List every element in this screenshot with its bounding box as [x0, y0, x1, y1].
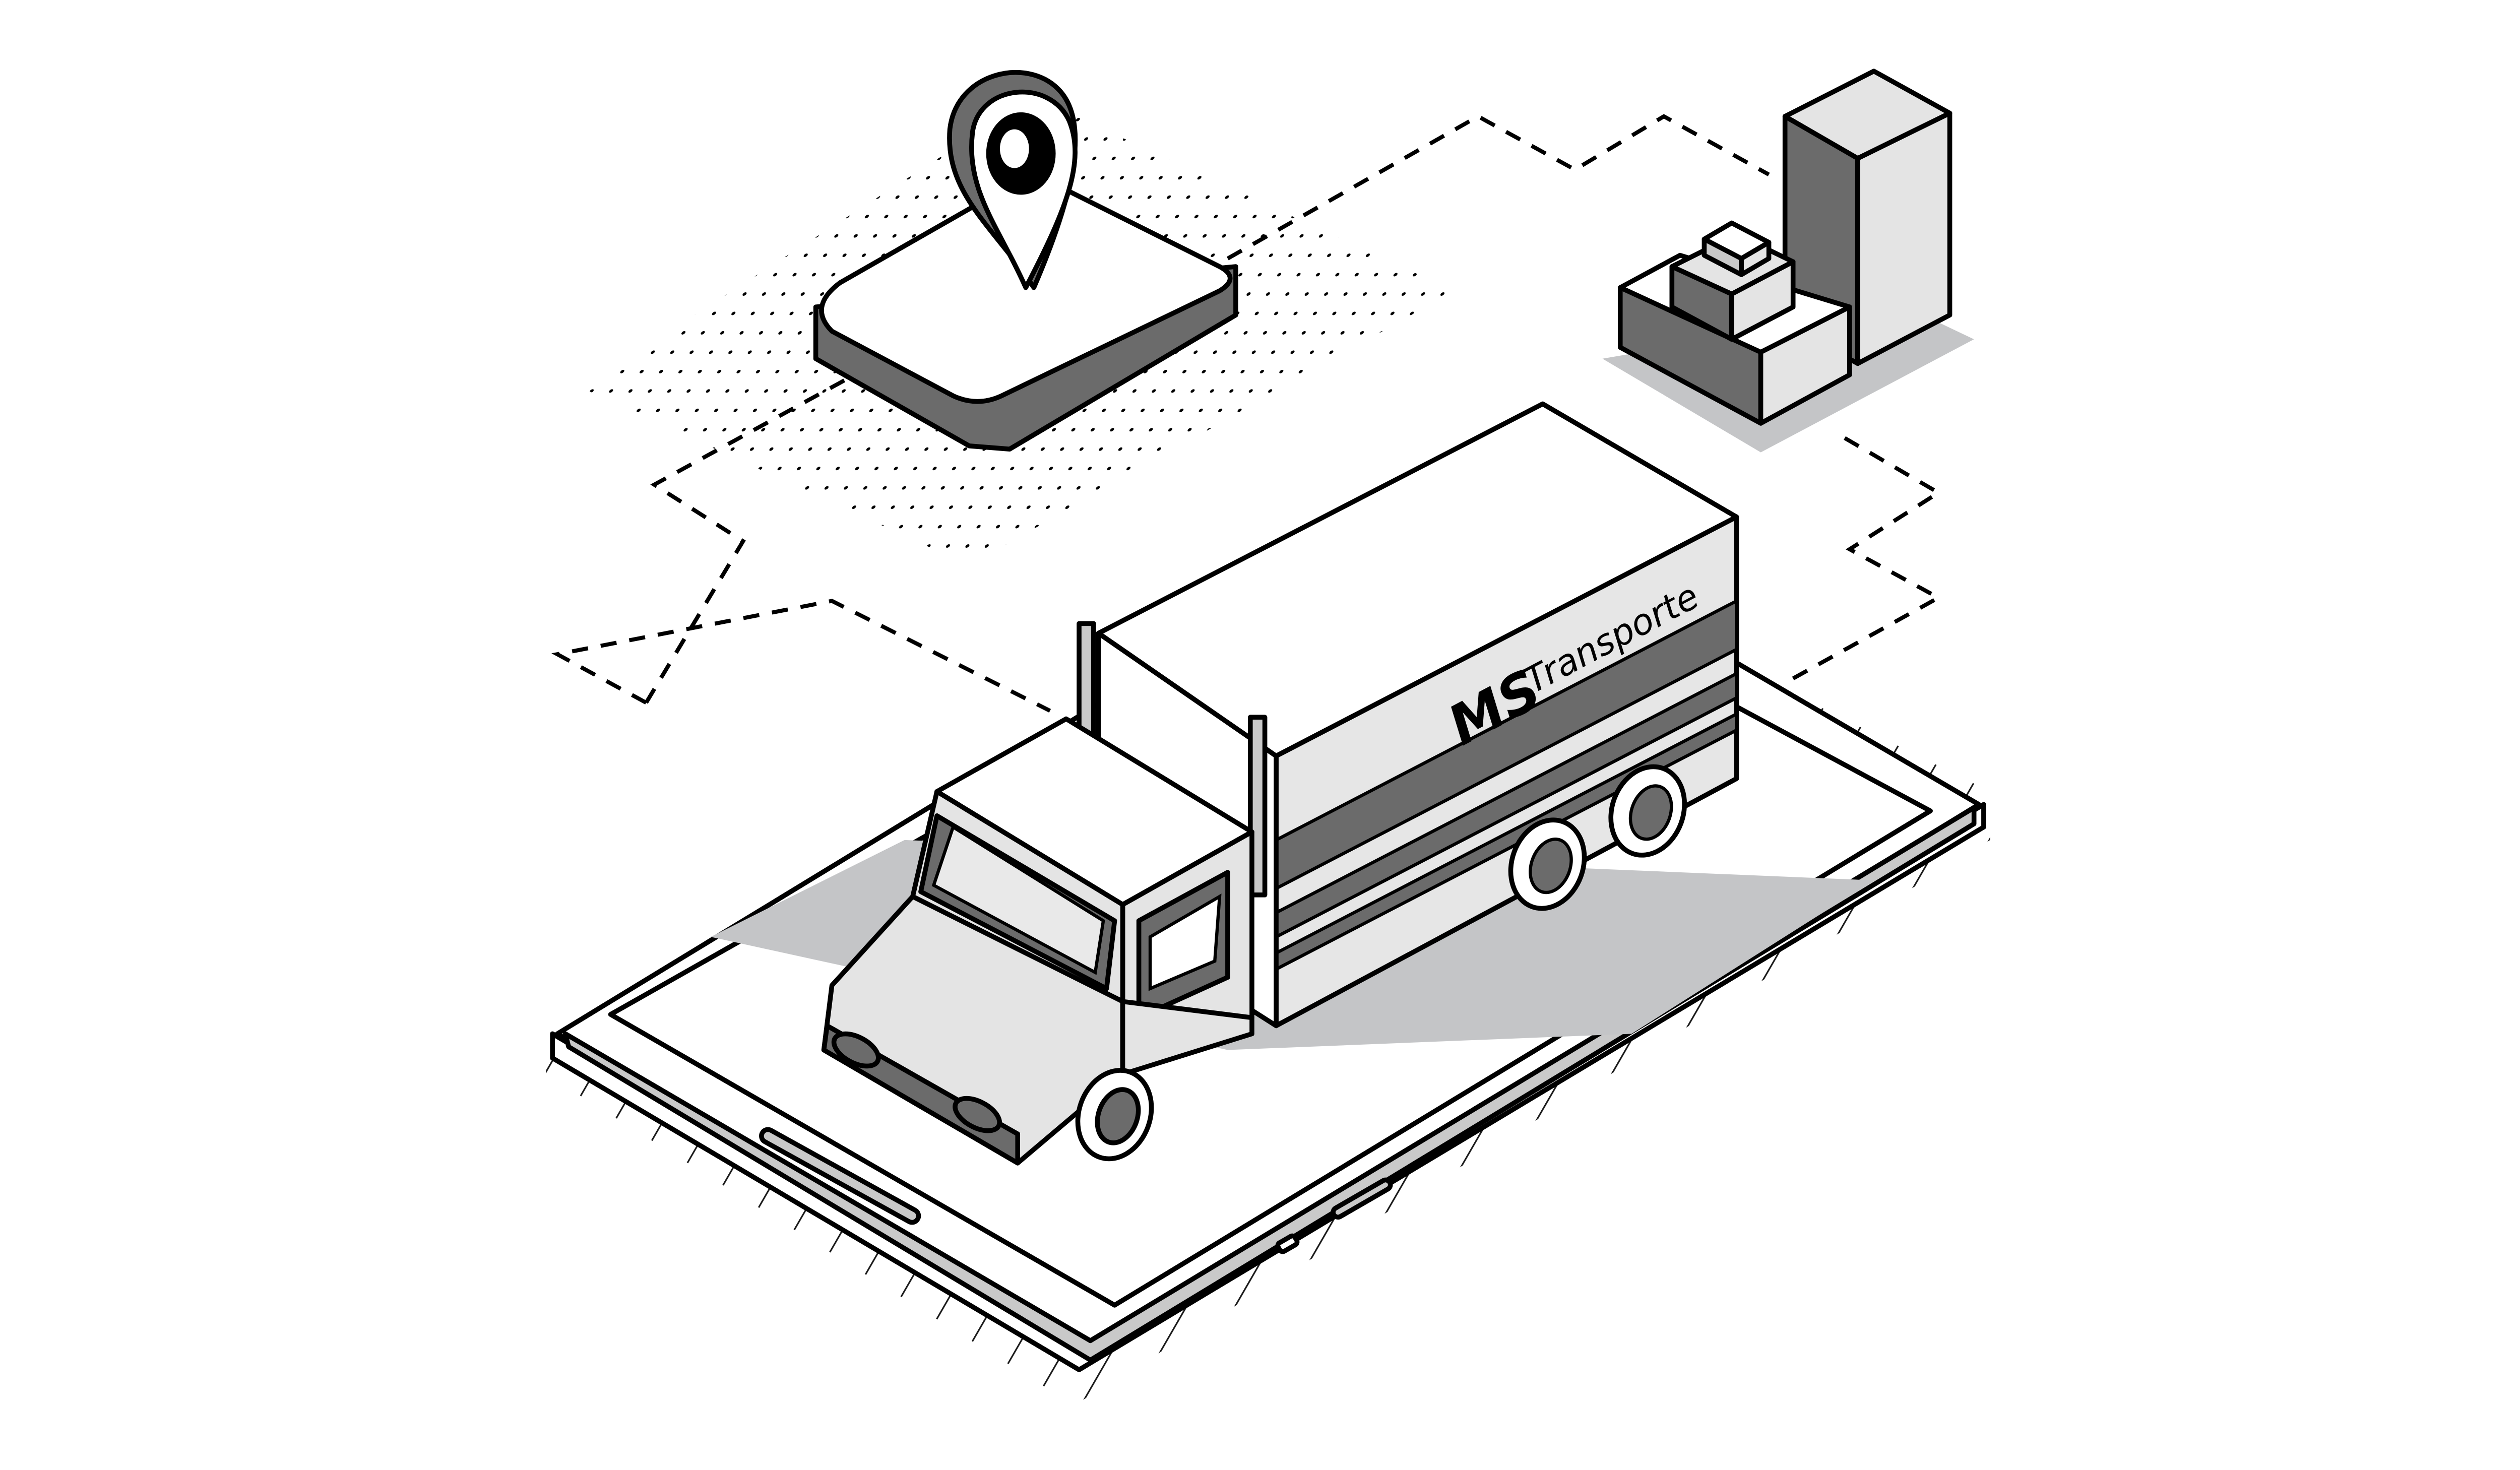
- package-boxes: [1602, 69, 1974, 453]
- rear-wheels: [1508, 764, 1687, 911]
- phone-speaker-slot: [759, 1127, 921, 1225]
- exhaust-pipe: [1247, 715, 1268, 898]
- headlight: [831, 1031, 881, 1069]
- map-pin-icon: [947, 70, 1078, 290]
- phone-port-small: [1275, 1233, 1300, 1254]
- headlight: [953, 1096, 1002, 1133]
- phone-port: [1331, 1177, 1393, 1220]
- dashed-route: [551, 114, 1943, 713]
- location-tile: [813, 70, 1238, 452]
- truck: MS Transporte: [821, 401, 1739, 1166]
